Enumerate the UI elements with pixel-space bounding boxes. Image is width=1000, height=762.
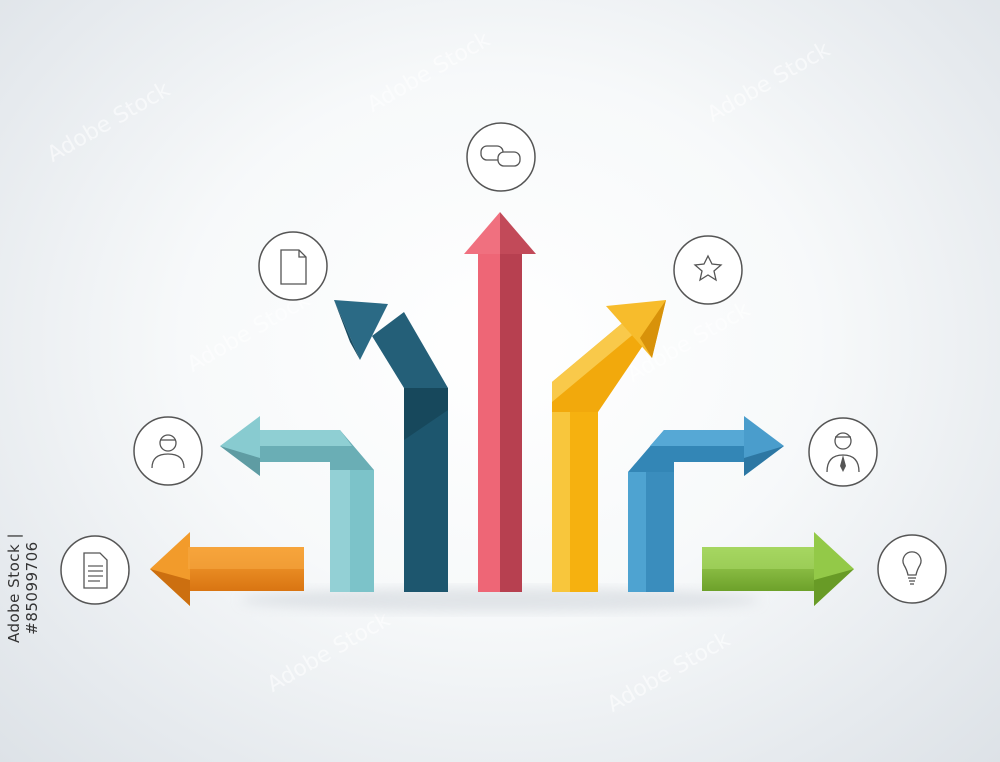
arrow-left-low bbox=[150, 532, 304, 606]
arrow-right-low bbox=[702, 532, 854, 606]
businessman-icon bbox=[808, 417, 878, 487]
star-icon bbox=[673, 235, 743, 305]
speech-bubbles-icon bbox=[466, 122, 536, 192]
arrow-left-up bbox=[334, 300, 448, 592]
stock-credit: Adobe Stock | #85099706 bbox=[5, 532, 41, 644]
document-page-icon bbox=[258, 231, 328, 301]
person-icon bbox=[133, 416, 203, 486]
arrow-right-up bbox=[552, 300, 666, 592]
text-document-icon bbox=[60, 535, 130, 605]
arrow-left-mid bbox=[220, 416, 374, 592]
arrow-center bbox=[464, 212, 536, 592]
light-bulb-icon bbox=[877, 534, 947, 604]
floor-shadow bbox=[240, 588, 760, 612]
arrow-right-mid bbox=[628, 416, 784, 592]
